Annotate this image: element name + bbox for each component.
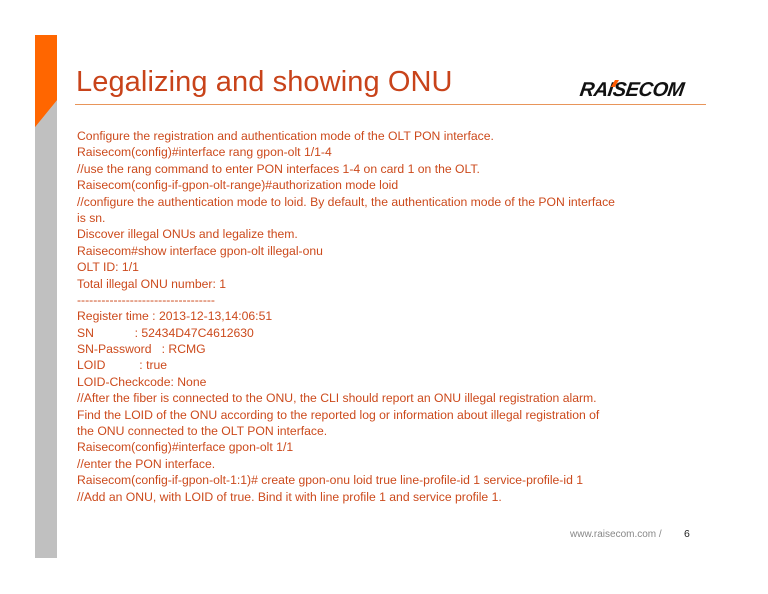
body-line: Raisecom(config-if-gpon-olt-range)#autho… <box>77 178 399 193</box>
body-line: the ONU connected to the OLT PON interfa… <box>77 424 328 439</box>
body-line: Raisecom(config)#interface rang gpon-olt… <box>77 145 332 160</box>
body-line: //use the rang command to enter PON inte… <box>77 161 480 176</box>
body-line: //After the fiber is connected to the ON… <box>77 391 597 406</box>
body-line: LOID : true <box>77 358 168 373</box>
body-line: Configure the registration and authentic… <box>77 129 494 143</box>
body-divider-line: ---------------------------------- <box>77 292 215 307</box>
title-underline-divider <box>75 104 706 105</box>
body-line: OLT ID: 1/1 <box>77 260 139 275</box>
body-line: Register time : 2013-12-13,14:06:51 <box>77 309 273 324</box>
footer-url: www.raisecom.com / <box>570 529 662 540</box>
body-line: Raisecom(config)#interface gpon-olt 1/1 <box>77 440 294 455</box>
side-bar-gray <box>35 100 57 558</box>
body-line: Discover illegal ONUs and legalize them. <box>77 227 298 242</box>
body-line: Total illegal ONU number: 1 <box>77 276 227 291</box>
raisecom-logo: RAISECOM <box>578 79 707 101</box>
slide-body: Configure the registration and authentic… <box>77 128 717 505</box>
slide-title: Legalizing and showing ONU <box>76 66 453 98</box>
body-line: LOID-Checkcode: None <box>77 374 207 389</box>
body-line: is sn. <box>77 210 106 225</box>
body-line: //configure the authentication mode to l… <box>77 194 615 209</box>
body-line: Raisecom#show interface gpon-olt illegal… <box>77 243 323 258</box>
page-number: 6 <box>684 528 690 540</box>
body-line: SN : 52434D47C4612630 <box>77 325 254 340</box>
body-line: Find the LOID of the ONU according to th… <box>77 407 600 422</box>
body-line: //enter the PON interface. <box>77 456 216 471</box>
body-line: Raisecom(config-if-gpon-olt-1:1)# create… <box>77 473 584 488</box>
logo-text: RAISECOM <box>578 79 686 101</box>
body-line: SN-Password : RCMG <box>77 342 206 357</box>
body-line: //Add an ONU, with LOID of true. Bind it… <box>77 489 502 504</box>
